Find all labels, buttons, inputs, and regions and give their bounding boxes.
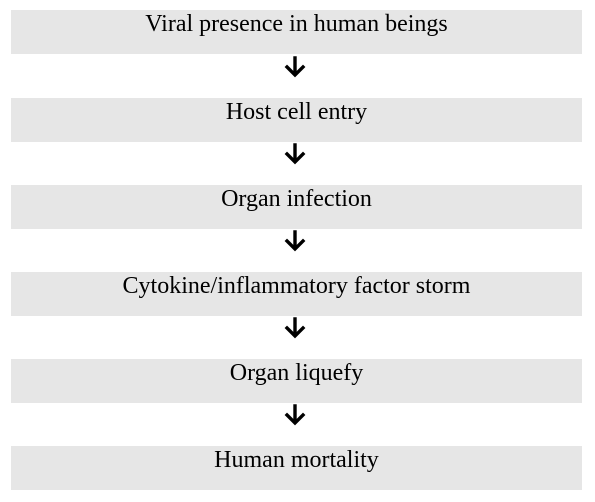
step-label: Viral presence in human beings [145,11,448,37]
down-arrow-icon [283,316,307,340]
step-organ-liquefy: Organ liquefy [11,359,582,403]
step-label: Host cell entry [225,99,368,125]
down-arrow-icon [283,403,307,427]
step-label: Organ infection [221,186,372,212]
step-label: Human mortality [214,447,379,473]
step-organ-infection: Organ infection [11,185,582,229]
down-arrow-icon [283,229,307,253]
down-arrow-icon [283,55,307,79]
step-human-mortality: Human mortality [11,446,582,490]
down-arrow-icon [283,142,307,166]
step-label: Cytokine/inflammatory factor storm [122,273,471,299]
step-host-cell-entry: Host cell entry [11,98,582,142]
step-cytokine-storm: Cytokine/inflammatory factor storm [11,272,582,316]
step-viral-presence: Viral presence in human beings [11,10,582,54]
step-label: Organ liquefy [229,360,364,386]
